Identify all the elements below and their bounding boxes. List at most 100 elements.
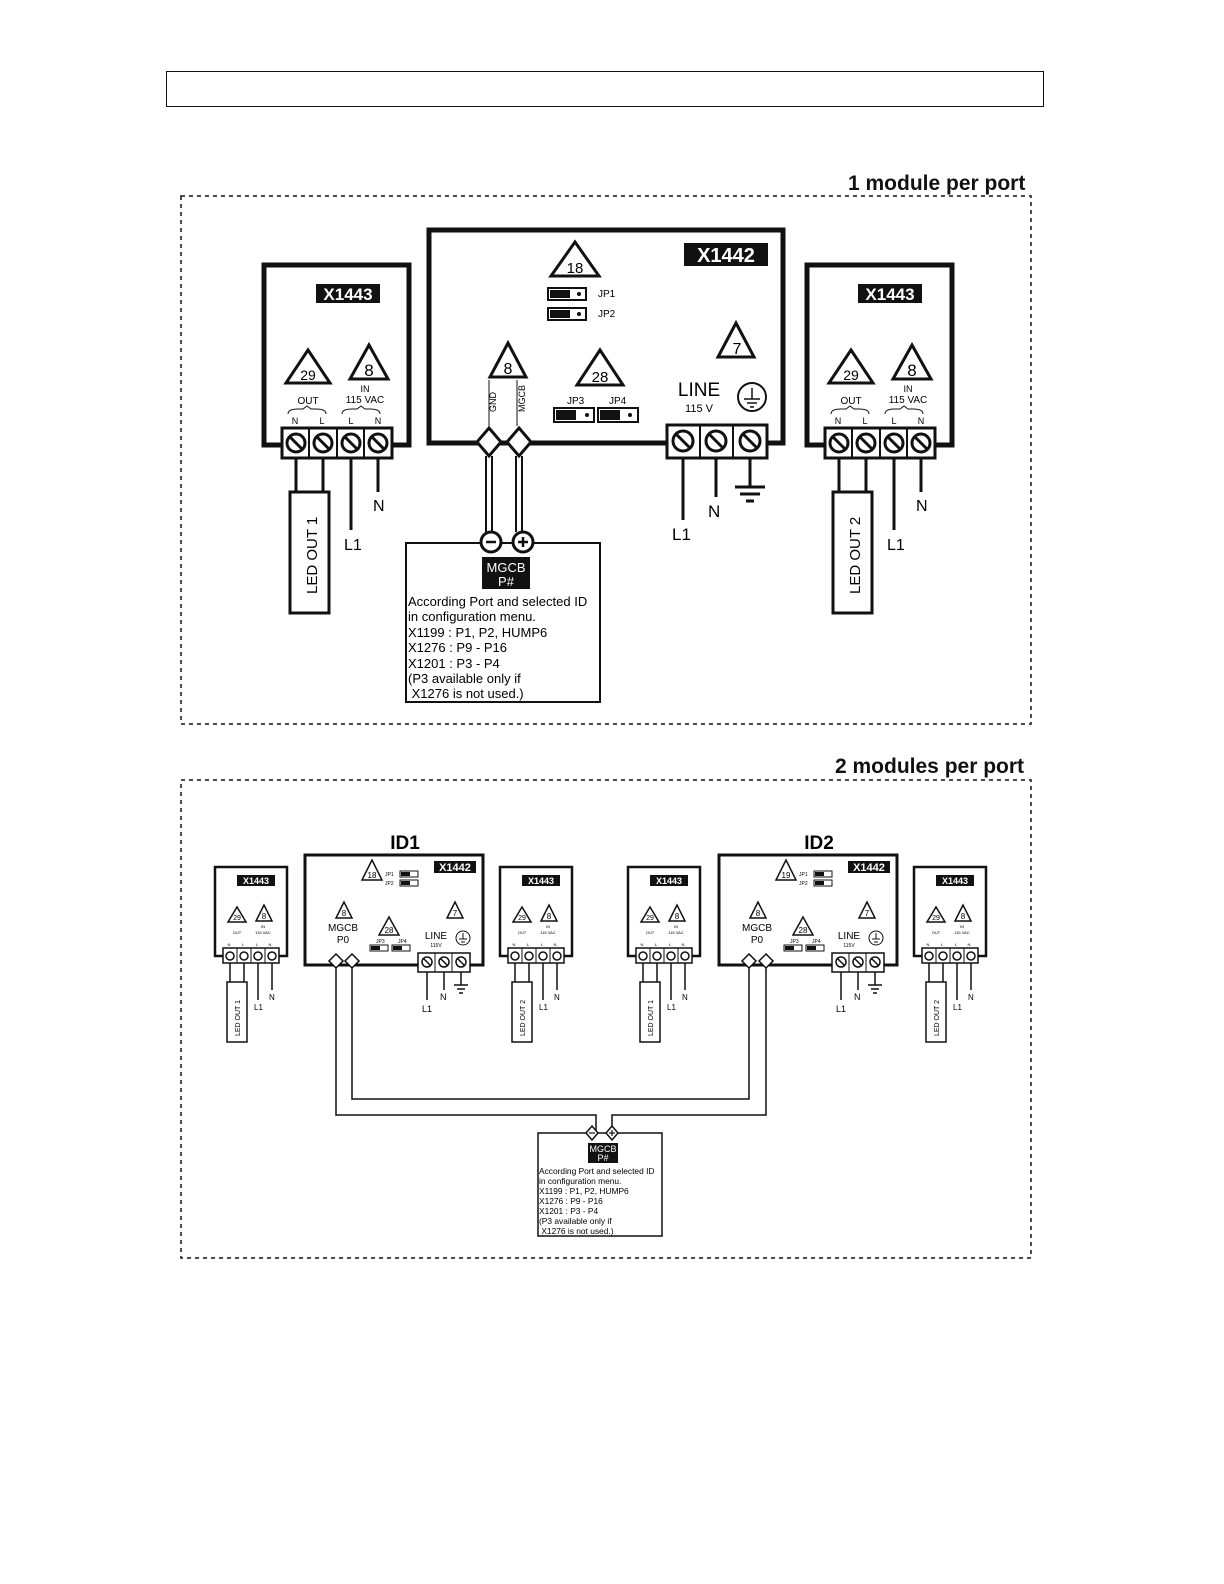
module-x1443-right: X1443 29 8 IN OUT 115 VAC N L L N L1 N L… xyxy=(804,262,955,615)
svg-text:in configuration menu.: in configuration menu. xyxy=(539,1176,621,1186)
svg-text:According Port and selected ID: According Port and selected ID xyxy=(539,1166,654,1176)
mgcb-connector-id2 xyxy=(740,952,775,970)
jumper-jp4: JP4 xyxy=(597,396,639,423)
svg-text:JP1: JP1 xyxy=(385,872,394,878)
svg-text:115 VAC: 115 VAC xyxy=(954,930,970,935)
screw-terminal-icon xyxy=(638,951,648,961)
svg-text:29: 29 xyxy=(233,915,241,922)
svg-text:7: 7 xyxy=(733,341,742,358)
screw-terminal-icon xyxy=(869,956,881,968)
svg-text:L: L xyxy=(891,416,896,426)
screw-terminal-icon xyxy=(367,432,389,454)
svg-text:N: N xyxy=(269,942,272,947)
group-id-label: ID1 xyxy=(390,833,420,854)
warning-triangle-icon: 8 xyxy=(539,903,559,922)
screw-terminal-icon xyxy=(704,429,728,453)
svg-text:L1: L1 xyxy=(344,537,362,554)
svg-text:X1199 : P1, P2, HUMP6: X1199 : P1, P2, HUMP6 xyxy=(539,1186,629,1196)
svg-text:L: L xyxy=(242,942,245,947)
screw-terminal-icon xyxy=(225,951,235,961)
svg-text:8: 8 xyxy=(364,361,373,380)
svg-text:L: L xyxy=(319,416,324,426)
svg-text:OUT: OUT xyxy=(233,930,242,935)
svg-text:28: 28 xyxy=(799,926,808,935)
group-id-label: ID2 xyxy=(804,833,834,854)
svg-text:115 VAC: 115 VAC xyxy=(255,930,271,935)
warning-triangle-icon: 18 xyxy=(548,239,602,278)
svg-text:P0: P0 xyxy=(337,935,350,946)
svg-text:115 VAC: 115 VAC xyxy=(540,930,556,935)
svg-text:P#: P# xyxy=(597,1153,608,1163)
module-x1443-small: X1443 29 8 IN OUT 115 VAC N L L N L1 N L… xyxy=(498,865,574,1043)
mgcb-info-box: MGCB P# According Port and selected ID i… xyxy=(405,530,601,703)
svg-text:LED OUT 1: LED OUT 1 xyxy=(235,1000,242,1036)
svg-text:LINE: LINE xyxy=(838,931,861,942)
svg-text:L1: L1 xyxy=(667,1003,676,1012)
svg-text:MGCB: MGCB xyxy=(590,1144,617,1154)
wire-l1-label: L1 xyxy=(672,525,691,544)
line-terminal-block xyxy=(665,423,769,460)
mgcb-bus-cable xyxy=(335,966,767,1132)
svg-text:JP2: JP2 xyxy=(385,881,394,887)
module-x1442-id1: X1442 18 JP1 JP2 8 MGCB P0 28 JP3 JP4 7 … xyxy=(303,853,485,967)
svg-text:29: 29 xyxy=(518,915,526,922)
svg-text:L1: L1 xyxy=(539,1003,548,1012)
plus-terminal-icon xyxy=(511,530,535,554)
svg-text:N: N xyxy=(375,416,382,426)
svg-text:X1276 is not used.): X1276 is not used.) xyxy=(539,1226,614,1236)
warning-triangle-icon: 7 xyxy=(715,319,757,359)
jumper-jp3: JP3 xyxy=(553,396,595,423)
svg-text:P0: P0 xyxy=(751,935,764,946)
svg-text:JP3: JP3 xyxy=(567,396,585,407)
svg-text:X1201 : P3 - P4: X1201 : P3 - P4 xyxy=(539,1206,598,1216)
screw-terminal-icon xyxy=(924,951,934,961)
screw-terminal-icon xyxy=(340,432,362,454)
warning-triangle-icon: 29 xyxy=(639,905,661,923)
screw-terminal-icon xyxy=(966,951,976,961)
svg-text:L: L xyxy=(941,942,944,947)
screw-terminal-icon xyxy=(952,951,962,961)
mgcb-port-label: MGCB xyxy=(517,385,527,412)
screw-terminal-icon xyxy=(552,951,562,961)
mgcb-cable xyxy=(475,425,533,532)
screw-terminal-icon xyxy=(910,432,932,454)
mgcb-connector-id1 xyxy=(327,952,361,970)
svg-text:28: 28 xyxy=(592,369,609,386)
svg-text:OUT: OUT xyxy=(840,396,861,407)
svg-text:IN: IN xyxy=(674,924,678,929)
svg-text:7: 7 xyxy=(453,909,458,918)
svg-text:N: N xyxy=(682,993,688,1002)
svg-text:L: L xyxy=(955,942,958,947)
svg-text:N: N xyxy=(918,416,925,426)
screw-terminal-icon xyxy=(855,432,877,454)
svg-text:OUT: OUT xyxy=(646,930,655,935)
svg-text:L1: L1 xyxy=(887,537,905,554)
svg-text:JP2: JP2 xyxy=(598,309,616,320)
line-terminal-block: L1 N xyxy=(417,952,471,1014)
warning-triangle-icon: 18 xyxy=(360,858,384,881)
screw-terminal-icon xyxy=(828,432,850,454)
svg-text:X1443: X1443 xyxy=(528,876,554,886)
svg-text:JP1: JP1 xyxy=(799,872,808,878)
screw-terminal-icon xyxy=(455,956,467,968)
module-x1442: X1442 18 JP1 JP2 8 GND MGCB 28 xyxy=(426,227,786,446)
svg-text:28: 28 xyxy=(385,926,394,935)
svg-text:8: 8 xyxy=(547,912,552,921)
svg-text:JP3: JP3 xyxy=(376,939,385,945)
svg-text:29: 29 xyxy=(843,367,859,383)
svg-text:L: L xyxy=(862,416,867,426)
svg-text:N: N xyxy=(854,992,861,1002)
warning-triangle-icon: 8 xyxy=(254,903,274,922)
svg-text:8: 8 xyxy=(907,361,916,380)
svg-text:N: N xyxy=(641,942,644,947)
screw-terminal-icon xyxy=(524,951,534,961)
svg-text:IN: IN xyxy=(361,384,370,394)
gnd-label: GND xyxy=(488,392,498,413)
warning-triangle-icon: 8 xyxy=(890,341,934,381)
mgcb-box-port: P# xyxy=(498,574,515,589)
svg-text:L1: L1 xyxy=(254,1003,263,1012)
mgcb-box-line: X1199 : P1, P2, HUMP6 xyxy=(408,625,547,640)
svg-text:L: L xyxy=(348,416,353,426)
svg-text:MGCB: MGCB xyxy=(328,923,358,934)
